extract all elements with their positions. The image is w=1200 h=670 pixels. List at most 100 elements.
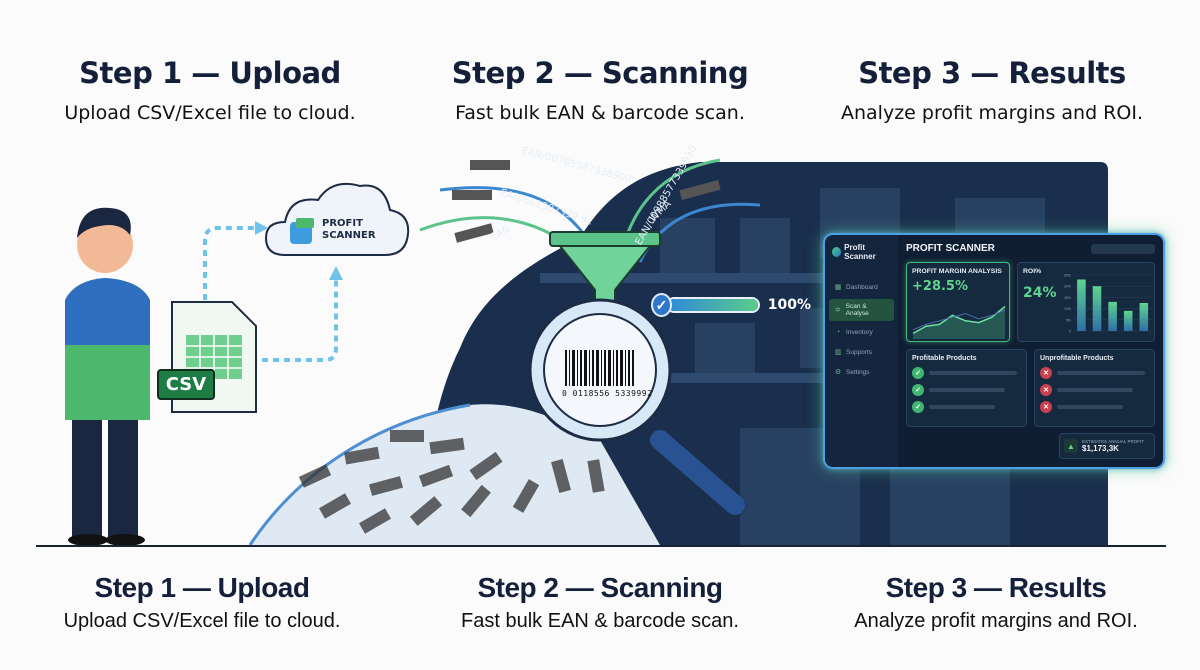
check-circle-icon: ✓ [912,401,924,413]
y-tick-label: 0 [1069,330,1071,334]
step-3-subtitle: Analyze profit margins and ROI. [841,102,1143,124]
roi-bar [1108,301,1117,331]
step-2-subtitle: Fast bulk EAN & barcode scan. [461,610,739,632]
card-title: PROFIT MARGIN ANALYSIS [912,268,1002,275]
dashboard-window: Profit Scanner ▦ Dashboard ✲ Scan & Analyse… [823,233,1165,469]
step-3-title: Step 3 — Results [858,56,1126,90]
placeholder-line [1057,405,1123,409]
unprofitable-product-row[interactable]: ✕ [1040,384,1149,396]
series-line-trend [912,309,1006,331]
x-circle-icon: ✕ [1040,384,1052,396]
sidebar-item-label: Scan & Analyse [845,303,869,317]
step-1-title: Step 1 — Upload [79,56,341,90]
margin-line-chart [912,305,1006,339]
dashboard-title: PROFIT SCANNER [906,243,995,254]
check-circle-icon: ✓ [912,367,924,379]
step-3-subtitle: Analyze profit margins and ROI. [854,610,1138,632]
roi-bar-chart: 0 5% 10% 15% 20% 25% [1064,274,1152,334]
annual-profit-card: ▲ ESTIMATES ANNUAL PROFIT $1,173,3K [1059,433,1155,459]
dashboard-main: PROFIT SCANNER PROFIT MARGIN ANALYSIS +2… [898,235,1163,467]
progress-bar [665,297,760,313]
roi-bar [1077,279,1086,331]
step-2-caption-bottom: Step 2 — Scanning Fast bulk EAN & barcod… [400,572,800,633]
growth-chart-icon: ▲ [1064,439,1078,453]
csv-file-badge: CSV [157,369,215,400]
unprofitable-product-row[interactable]: ✕ [1040,367,1149,379]
roi-bar [1123,310,1133,331]
dashboard-icon: ▦ [834,284,842,291]
check-icon: ✓ [651,293,672,317]
card-title: Profitable Products [912,355,977,362]
margin-value: +28.5% [912,279,968,294]
inventory-icon: ◔ [835,329,841,336]
cloud-label-line2: SCANNER [322,230,376,241]
search-input[interactable] [1091,243,1155,254]
step-1-title: Step 1 — Upload [94,572,310,603]
profit-margin-card: PROFIT MARGIN ANALYSIS +28.5% [906,262,1010,342]
profitable-products-card: Profitable Products ✓ ✓ ✓ [906,349,1027,427]
y-tick-label: 5% [1066,318,1071,322]
sidebar-item-label: Dashboard [846,283,878,291]
annual-profit-value: $1,173,3K [1082,444,1119,453]
card-title: ROI% [1023,268,1042,275]
roi-bar [1139,303,1149,331]
margin-area [913,306,1005,339]
roi-bar [1092,286,1102,331]
progress-fill [667,299,758,311]
cloud-label-line1: PROFIT [322,218,363,229]
sidebar-item-supports[interactable]: ▥ Supports [829,344,894,360]
profitable-product-row[interactable]: ✓ [912,367,1021,379]
step-3-header-top: Step 3 — Results Analyze profit margins … [792,56,1192,124]
roi-value: 24% [1023,285,1057,301]
sidebar-item-scan-analyse[interactable]: ✲ Scan & Analyse [829,299,894,321]
profitable-product-row[interactable]: ✓ [912,384,1021,396]
sidebar-item-label: Settings [846,368,870,376]
barcode-number: 0 0118556 5339992 [562,389,653,398]
sidebar-item-label: Supports [846,348,873,356]
profitable-product-row[interactable]: ✓ [912,401,1021,413]
placeholder-line [929,371,1017,375]
step-2-header-top: Step 2 — Scanning Fast bulk EAN & barcod… [400,56,800,124]
ground-line [36,545,1166,547]
step-1-caption-bottom: Step 1 — Upload Upload CSV/Excel file to… [2,572,402,633]
y-tick-label: 15% [1064,296,1071,300]
step-1-subtitle: Upload CSV/Excel file to cloud. [63,610,341,632]
profit-scanner-cloud: PROFIT SCANNER [266,174,410,260]
unprofitable-products-card: Unprofitable Products ✕ ✕ ✕ [1034,349,1155,427]
card-title: Unprofitable Products [1040,355,1114,362]
placeholder-line [1057,388,1133,392]
unprofitable-product-row[interactable]: ✕ [1040,401,1149,413]
series-line-margin [912,305,1006,335]
scan-icon: ✲ [834,307,841,314]
x-circle-icon: ✕ [1040,367,1052,379]
step-2-title: Step 2 — Scanning [477,572,723,603]
sidebar-item-inventory[interactable]: ◔ Inventory [829,325,894,340]
sidebar-item-dashboard[interactable]: ▦ Dashboard [829,279,894,295]
y-tick-label: 25% [1064,274,1071,278]
step-2-title: Step 2 — Scanning [451,56,749,90]
step-1-header-top: Step 1 — Upload Upload CSV/Excel file to… [10,56,410,124]
bar-chart-icon: ▥ [834,349,842,356]
y-tick-label: 10% [1064,307,1071,311]
step-1-subtitle: Upload CSV/Excel file to cloud. [64,102,356,124]
y-tick-label: 20% [1064,285,1071,289]
step-3-caption-bottom: Step 3 — Results Analyze profit margins … [796,572,1196,633]
dashboard-sidebar: Profit Scanner ▦ Dashboard ✲ Scan & Analyse… [825,235,898,467]
placeholder-line [1057,371,1145,375]
step-2-subtitle: Fast bulk EAN & barcode scan. [455,102,745,124]
logo-icon [832,247,842,257]
scan-progress: ✓ 100% [651,292,811,318]
roi-card: ROI% 24% 0 5% 10% 15% 20% 25% [1017,262,1155,342]
sidebar-item-settings[interactable]: ⚙ Settings [829,364,894,380]
gear-icon: ⚙ [834,369,842,376]
check-circle-icon: ✓ [912,384,924,396]
placeholder-line [929,388,1005,392]
sidebar-item-label: Inventory [846,329,873,336]
annual-profit-label: ESTIMATES ANNUAL PROFIT [1082,439,1145,444]
step-3-title: Step 3 — Results [885,572,1107,603]
dashboard-brand: Profit Scanner [829,243,894,261]
placeholder-line [929,405,995,409]
progress-label: 100% [767,297,811,313]
brand-name: Profit Scanner [844,243,876,261]
